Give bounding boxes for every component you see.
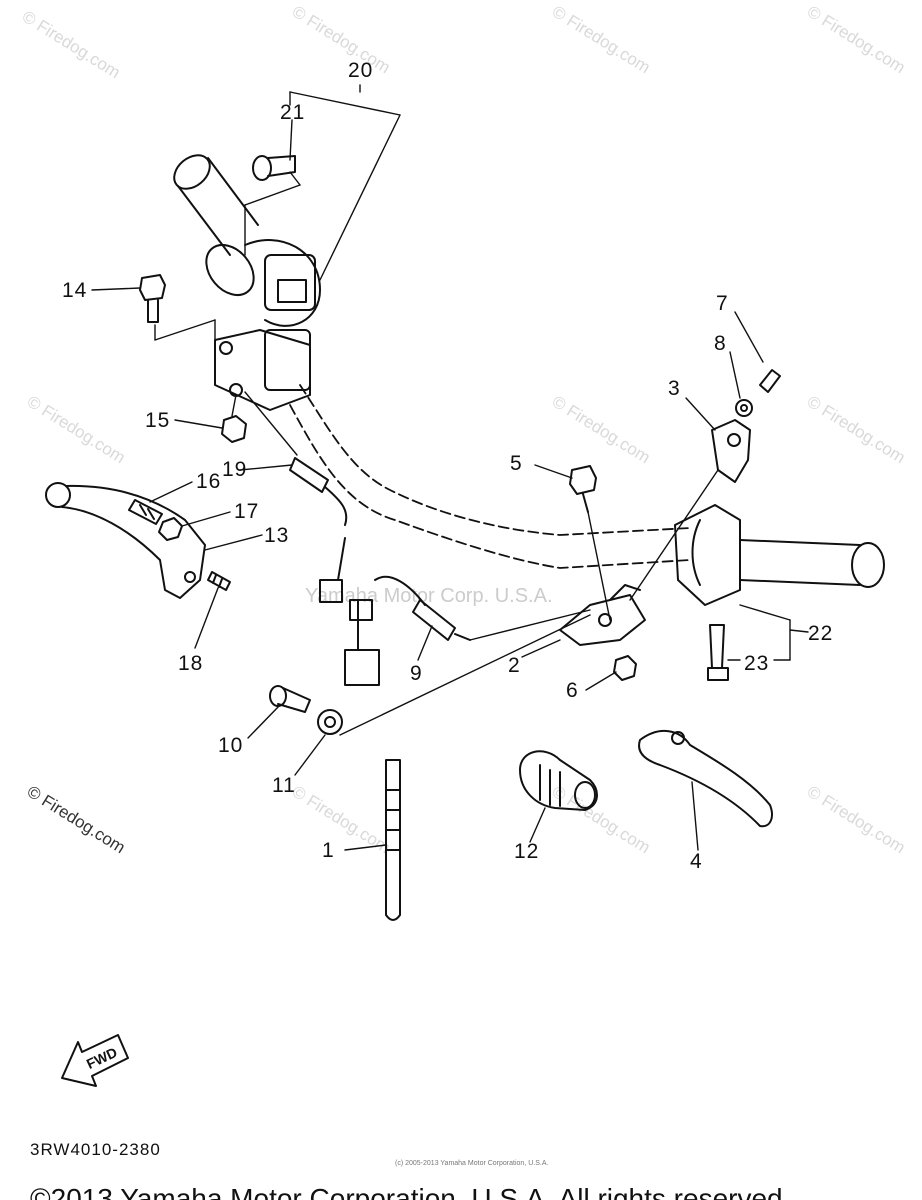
- left-clamp: [214, 329, 311, 411]
- callout-13: 13: [264, 524, 289, 547]
- bolt-14: [139, 274, 166, 323]
- screw-10: [269, 685, 311, 713]
- holder-3: [711, 419, 751, 483]
- diagram-code: 3RW4010-2380: [30, 1140, 161, 1159]
- lever-nut-17: [158, 517, 183, 541]
- callout-22: 22: [808, 622, 833, 645]
- throttle-housing: [264, 254, 316, 311]
- callout-20: 20: [348, 59, 373, 82]
- callout-2: 2: [508, 654, 521, 677]
- holder-12: [519, 750, 598, 811]
- handlebar: [289, 384, 691, 569]
- adjust-bolt-18: [207, 571, 231, 591]
- callout-3: 3: [668, 377, 681, 400]
- callout-11: 11: [272, 774, 296, 797]
- callout-8: 8: [714, 332, 727, 355]
- callout-12: 12: [514, 840, 539, 863]
- callout-19: 19: [222, 458, 247, 481]
- bolt-5: [569, 465, 597, 513]
- nut-15: [221, 415, 247, 443]
- screw-21: [252, 155, 296, 181]
- tiny-notice: (c) 2005-2013 Yamaha Motor Corporation, …: [395, 1160, 549, 1167]
- callout-17: 17: [234, 500, 259, 523]
- callout-14: 14: [62, 279, 87, 302]
- washer-11: [317, 709, 343, 735]
- bracket-2: [559, 584, 646, 646]
- callout-4: 4: [690, 850, 703, 873]
- lever-bolt-16: [128, 499, 163, 525]
- callout-7: 7: [716, 292, 729, 315]
- nut-6: [613, 655, 637, 681]
- callout-21: 21: [280, 101, 305, 124]
- callout-16: 16: [196, 470, 221, 493]
- screw-7: [759, 369, 781, 393]
- callout-9: 9: [410, 662, 423, 685]
- switch-19: [289, 457, 380, 686]
- callout-10: 10: [218, 734, 243, 757]
- yamaha-center-watermark: Yamaha Motor Corp. U.S.A.: [305, 585, 553, 607]
- left-lever: [45, 482, 206, 599]
- copyright-notice: ©2013 Yamaha Motor Corporation, U.S.A. A…: [30, 1183, 791, 1200]
- screw-23: [707, 624, 729, 681]
- fwd-arrow-icon: [61, 1034, 129, 1087]
- washer-8: [735, 399, 753, 417]
- callout-23: 23: [744, 652, 769, 675]
- callout-1: 1: [322, 839, 335, 862]
- left-grip: [173, 154, 321, 327]
- cable-band-1: [385, 759, 401, 921]
- switch-9: [374, 575, 471, 641]
- callout-18: 18: [178, 652, 203, 675]
- right-switch-22: [674, 504, 885, 606]
- callout-15: 15: [145, 409, 170, 432]
- right-lever-4: [638, 730, 773, 828]
- callout-6: 6: [566, 679, 579, 702]
- callout-5: 5: [510, 452, 523, 475]
